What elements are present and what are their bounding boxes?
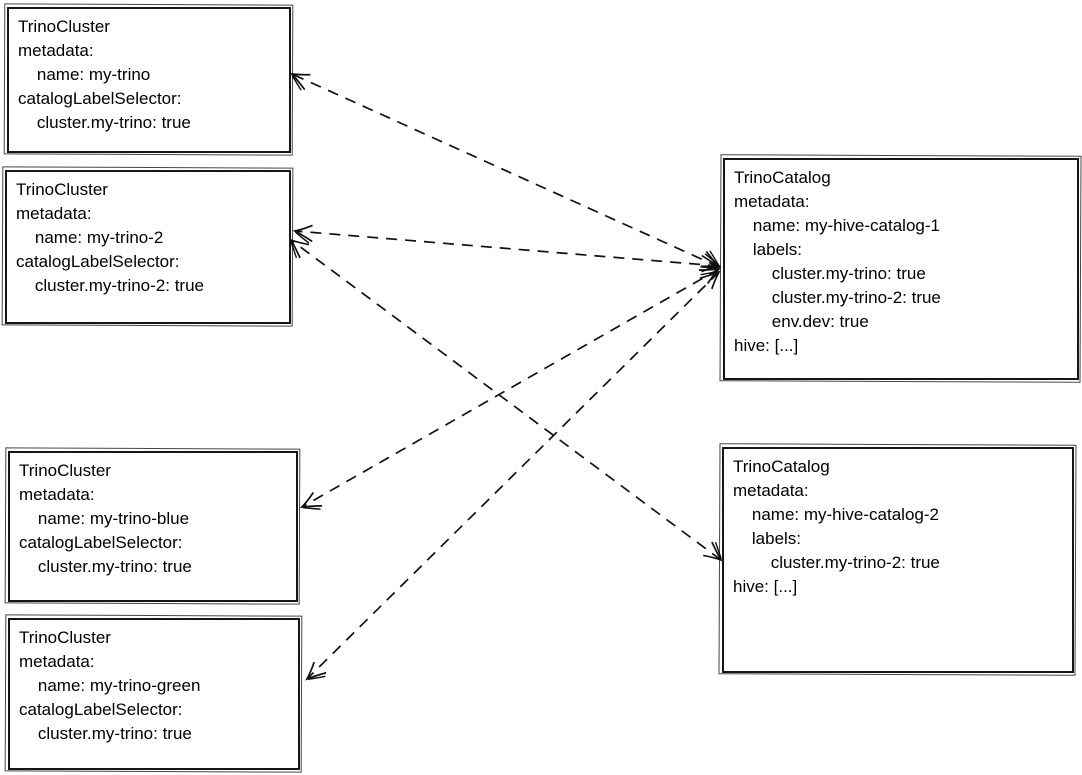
node-kind: TrinoCatalog xyxy=(733,457,830,476)
node-line: hive: [...] xyxy=(734,336,799,355)
node-line: name: my-hive-catalog-2 xyxy=(733,505,939,524)
node-line: name: my-trino-green xyxy=(19,676,201,695)
node-line: cluster.my-trino-2: true xyxy=(733,553,940,572)
node-line: name: my-trino-2 xyxy=(16,228,164,247)
node-line: catalogLabelSelector: xyxy=(18,89,182,108)
node-kind: TrinoCluster xyxy=(19,461,111,480)
node-line: cluster.my-trino: true xyxy=(19,724,192,743)
edge-catalog2-my-trino-2 xyxy=(289,238,723,562)
node-line: catalogLabelSelector: xyxy=(16,252,180,271)
node-line: name: my-trino-blue xyxy=(19,509,190,528)
node-line: cluster.my-trino-2: true xyxy=(734,288,941,307)
node-line: metadata: xyxy=(19,652,95,671)
node-line: name: my-hive-catalog-1 xyxy=(734,216,940,235)
node-line: metadata: xyxy=(18,41,94,60)
edge-catalog1-my-trino-blue xyxy=(299,266,722,510)
node-trino-catalog-my-hive-catalog-1: TrinoCatalog metadata: name: my-hive-cat… xyxy=(723,158,1079,380)
node-line: metadata: xyxy=(734,192,810,211)
node-line: metadata: xyxy=(16,204,92,223)
node-line: labels: xyxy=(733,529,802,548)
node-trino-cluster-my-trino-2: TrinoCluster metadata: name: my-trino-2 … xyxy=(5,170,291,324)
node-line: name: my-trino xyxy=(18,65,151,84)
node-trino-cluster-my-trino-blue: TrinoCluster metadata: name: my-trino-bl… xyxy=(8,451,298,602)
node-line: catalogLabelSelector: xyxy=(19,700,183,719)
node-trino-cluster-my-trino-green: TrinoCluster metadata: name: my-trino-gr… xyxy=(8,618,300,770)
node-line: metadata: xyxy=(19,485,95,504)
node-line: hive: [...] xyxy=(733,577,798,596)
node-line: catalogLabelSelector: xyxy=(19,533,183,552)
node-trino-cluster-my-trino: TrinoCluster metadata: name: my-trino ca… xyxy=(7,7,291,153)
node-trino-catalog-my-hive-catalog-2: TrinoCatalog metadata: name: my-hive-cat… xyxy=(722,447,1074,673)
node-line: env.dev: true xyxy=(734,312,869,331)
node-line: cluster.my-trino: true xyxy=(18,113,191,132)
edge-catalog1-my-trino xyxy=(289,72,722,269)
node-kind: TrinoCluster xyxy=(16,180,108,199)
node-line: cluster.my-trino-2: true xyxy=(16,276,204,295)
node-kind: TrinoCluster xyxy=(18,17,110,36)
node-line: metadata: xyxy=(733,481,809,500)
node-line: cluster.my-trino: true xyxy=(19,557,192,576)
node-kind: TrinoCatalog xyxy=(734,168,831,187)
edge-catalog1-my-trino-green xyxy=(305,270,721,681)
edge-catalog1-my-trino-2 xyxy=(292,224,722,273)
node-kind: TrinoCluster xyxy=(19,628,111,647)
node-line: labels: xyxy=(734,240,803,259)
node-line: cluster.my-trino: true xyxy=(734,264,926,283)
